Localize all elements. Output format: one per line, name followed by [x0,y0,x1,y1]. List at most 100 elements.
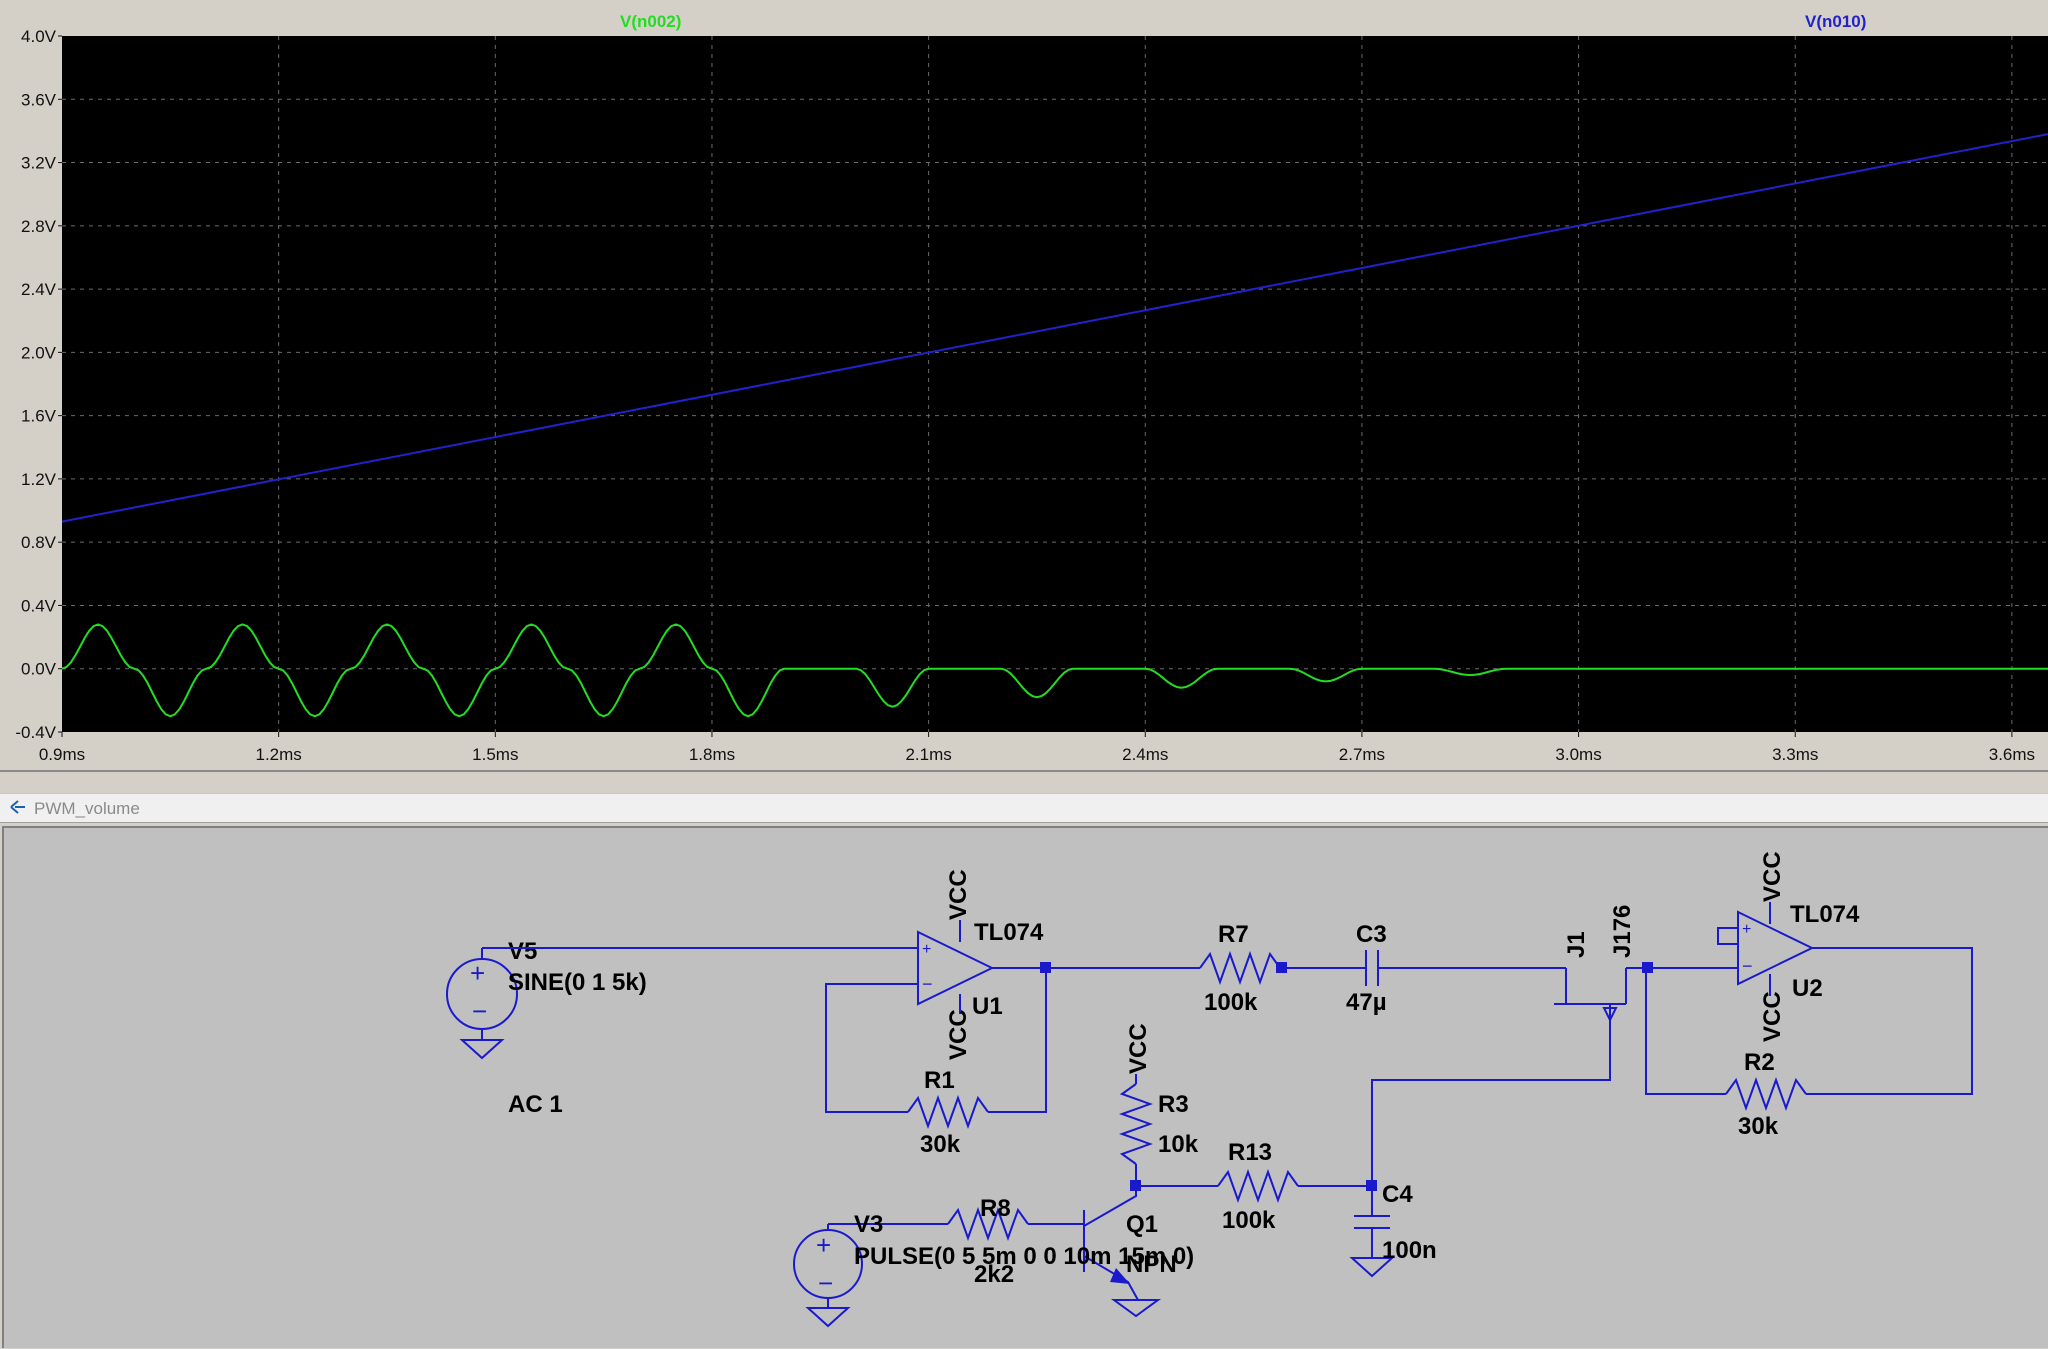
u2-model: TL074 [1790,901,1860,928]
y-tick-label: 1.6V [21,407,57,426]
ac-directive: AC 1 [508,1091,563,1118]
c4-capacitor[interactable] [1354,1186,1390,1258]
u2-name: U2 [1792,975,1823,1002]
r3-resistor[interactable] [1119,1083,1153,1165]
u2-vcc-bottom: VCC [1759,991,1786,1042]
r1-resistor[interactable] [907,1095,989,1129]
r3-vcc: VCC [1125,1023,1152,1074]
schematic-icon [10,800,25,814]
r8-value: 2k2 [974,1261,1014,1288]
x-tick-label: 3.3ms [1772,745,1818,764]
schematic-canvas[interactable]: + − V5 SINE(0 1 5k) AC 1 + − TL074 U1 VC… [4,828,2048,1346]
plot-area[interactable] [62,36,2048,732]
u2-vcc-top: VCC [1759,851,1786,902]
u1-model: TL074 [974,919,1044,946]
svg-text:−: − [818,1268,833,1298]
x-tick-label: 2.4ms [1122,745,1168,764]
r7-name: R7 [1218,921,1249,948]
svg-text:+: + [816,1230,831,1260]
svg-text:+: + [922,941,931,958]
j1-model: J176 [1609,905,1636,958]
x-tick-label: 1.8ms [689,745,735,764]
r13-name: R13 [1228,1139,1272,1166]
r13-value: 100k [1222,1207,1276,1234]
y-tick-label: 0.0V [21,660,57,679]
y-tick-label: 2.4V [21,280,57,299]
y-tick-label: 2.0V [21,343,57,362]
x-tick-label: 3.6ms [1989,745,2035,764]
u2-opamp[interactable]: + − [1737,902,1815,996]
v5-value: SINE(0 1 5k) [508,969,647,996]
r3-name: R3 [1158,1091,1189,1118]
y-tick-label: 2.8V [21,217,57,236]
u1-opamp[interactable]: + − [917,920,995,1014]
grid-lines [62,36,2048,732]
x-tick-label: 1.5ms [472,745,518,764]
v3-value: PULSE(0 5 5m 0 0 10m 15m 0) [854,1243,1194,1270]
u1-vcc-top: VCC [945,869,972,920]
r8-resistor[interactable] [947,1207,1029,1241]
node-dot[interactable] [1642,962,1653,973]
c3-capacitor[interactable] [1365,950,1379,986]
r7-value: 100k [1204,989,1258,1016]
svg-text:−: − [1742,956,1753,976]
trace-label-vn010[interactable]: V(n010) [1805,12,1866,31]
x-tick-label: 2.7ms [1339,745,1385,764]
x-tick-label: 0.9ms [39,745,85,764]
r2-name: R2 [1744,1049,1775,1076]
svg-text:−: − [472,996,487,1026]
x-tick-label: 3.0ms [1555,745,1601,764]
q1-name: Q1 [1126,1211,1158,1238]
node-dot[interactable] [1366,1180,1377,1191]
y-tick-label: 3.6V [21,90,57,109]
waveform-viewer[interactable]: 4.0V 3.6V 3.2V 2.8V 2.4V 2.0V 1.6V 1.2V 0.8V 0.4V… [0,0,2048,772]
u1-vcc-bottom: VCC [945,1009,972,1060]
ground-icon [1110,1299,1162,1318]
q1-model: NPN [1126,1251,1177,1278]
series-group [61,133,2048,718]
y-tick-label: 0.8V [21,533,57,552]
x-tick-label: 2.1ms [905,745,951,764]
node-dot[interactable] [1040,962,1051,973]
ground-icon [805,1307,851,1328]
schematic-editor[interactable]: + − V5 SINE(0 1 5k) AC 1 + − TL074 U1 VC… [2,826,2048,1348]
v5-source[interactable]: + − [446,948,518,1060]
node-dot[interactable] [1130,1180,1141,1191]
u1-name: U1 [972,993,1003,1020]
y-tick-label: 4.0V [21,27,57,46]
ground-icon [459,1039,505,1060]
plot-canvas[interactable]: 4.0V 3.6V 3.2V 2.8V 2.4V 2.0V 1.6V 1.2V 0.8V 0.4V… [0,0,2048,770]
q1-transistor[interactable] [1083,1186,1162,1318]
series-line-vn002[interactable] [61,623,2048,718]
r2-resistor[interactable] [1725,1077,1807,1111]
c4-value: 100n [1382,1237,1437,1264]
r2-value: 30k [1738,1113,1779,1140]
r1-value: 30k [920,1131,961,1158]
svg-text:−: − [922,974,933,994]
y-tick-label: 1.2V [21,470,57,489]
j1-name: J1 [1563,931,1590,958]
r7-resistor[interactable] [1199,951,1281,985]
y-tick-label: 0.4V [21,596,57,615]
r1-name: R1 [924,1067,955,1094]
c4-name: C4 [1382,1181,1413,1208]
x-axis: 0.9ms 1.2ms 1.5ms 1.8ms 2.1ms 2.4ms 2.7ms 3.0ms… [39,732,2035,764]
series-line-vn010[interactable] [61,133,2048,523]
r8-name: R8 [980,1195,1011,1222]
v3-source[interactable]: + − [793,1224,863,1328]
c3-name: C3 [1356,921,1387,948]
x-tick-label: 1.2ms [256,745,302,764]
j1-jfet[interactable] [1371,968,1627,1186]
c3-value: 47µ [1346,989,1387,1016]
y-tick-label: -0.4V [15,723,56,742]
y-axis: 4.0V 3.6V 3.2V 2.8V 2.4V 2.0V 1.6V 1.2V 0.8V 0.4V… [15,27,62,742]
svg-text:+: + [470,958,485,988]
schematic-title-bar[interactable]: PWM_volume [0,793,2048,823]
ground-icon [1349,1257,1395,1278]
v5-name: V5 [508,938,537,965]
v3-name: V3 [854,1211,883,1238]
r13-resistor[interactable] [1217,1169,1299,1203]
trace-label-vn002[interactable]: V(n002) [620,12,681,31]
schematic-title: PWM_volume [34,799,140,818]
y-tick-label: 3.2V [21,154,57,173]
